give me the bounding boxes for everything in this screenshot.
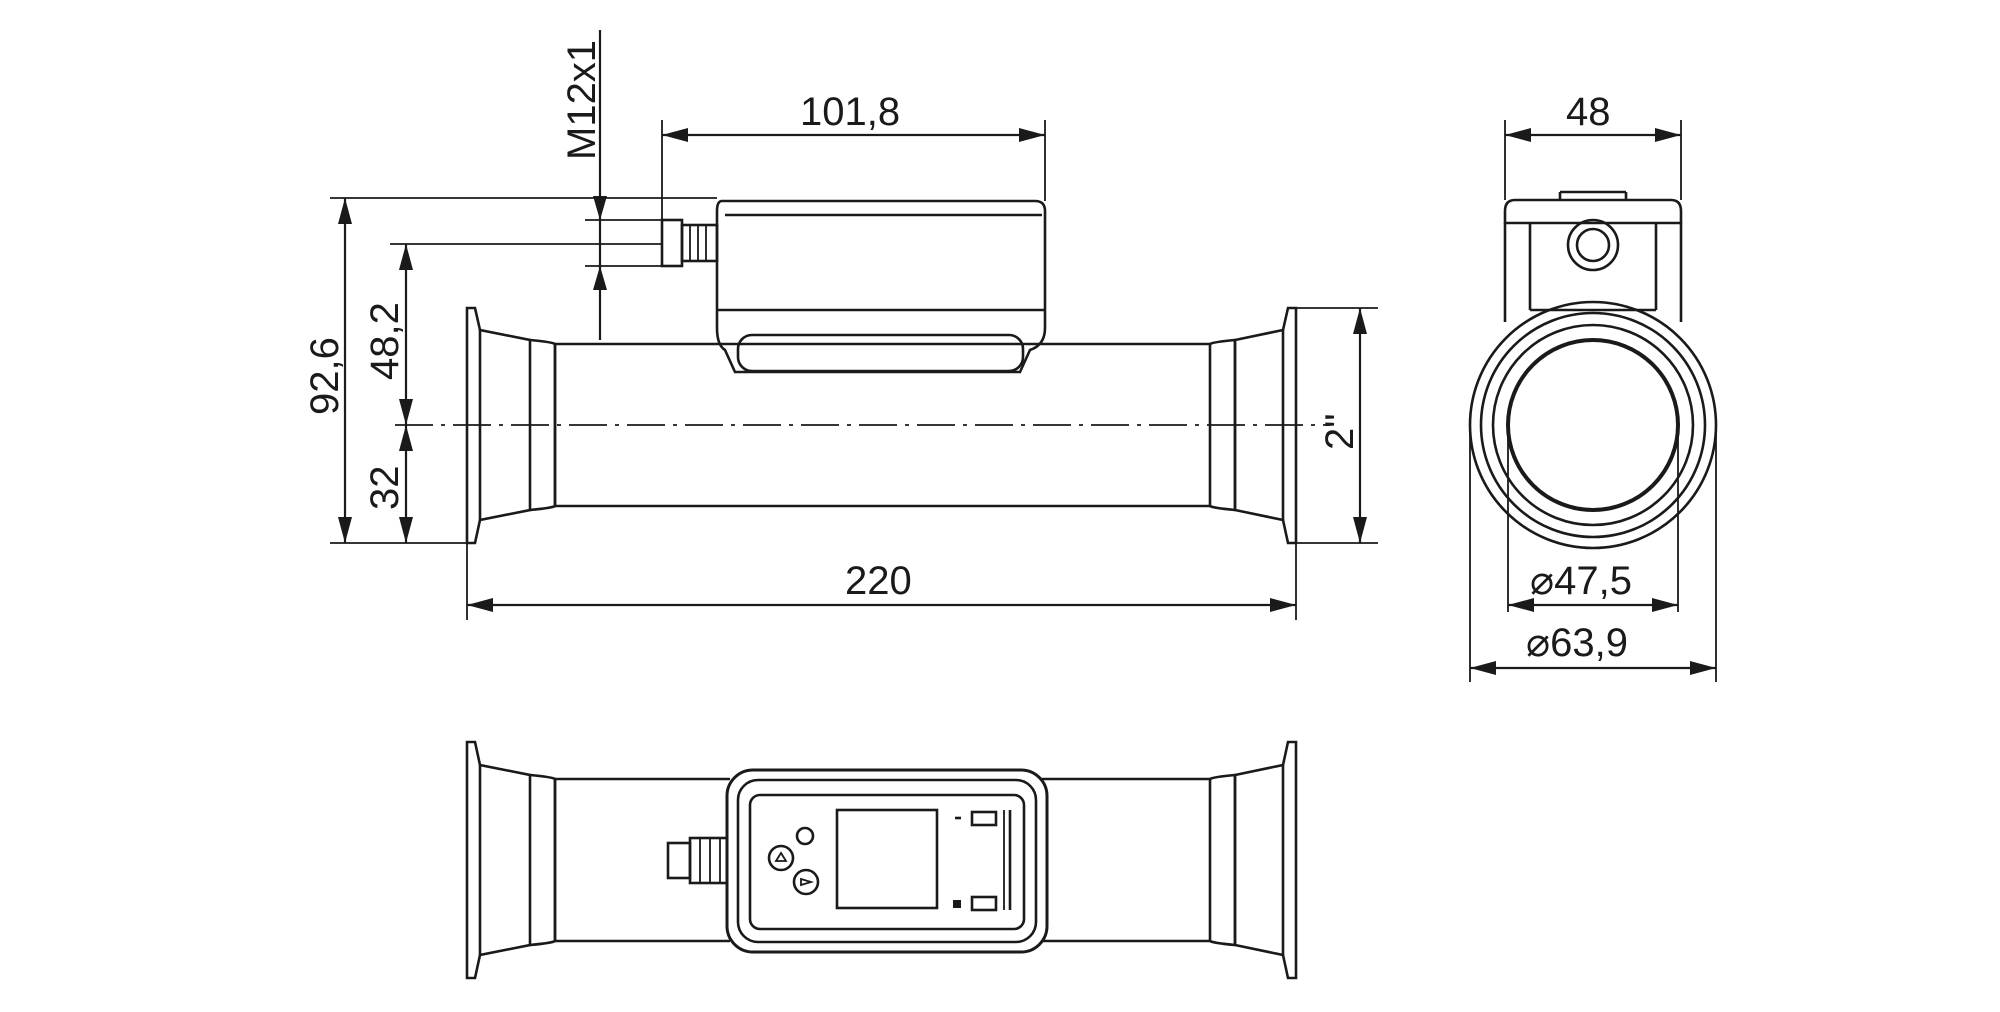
connector-end (1566, 218, 1620, 272)
side-view: M12x1 101,8 92,6 48,2 32 2" 220 (303, 30, 1378, 620)
top-view (465, 740, 1298, 980)
overall-length-label: 220 (845, 559, 912, 603)
width-label: 48 (1566, 90, 1611, 134)
thread-label: M12x1 (560, 40, 604, 160)
housing-length-label: 101,8 (800, 90, 900, 134)
button-down (792, 868, 820, 896)
m12-connector (660, 218, 719, 268)
sensor-housing (715, 199, 1047, 374)
inner-diameter-label: ⌀47,5 (1530, 559, 1632, 603)
flange-diameter-label: ⌀63,9 (1526, 621, 1628, 665)
pipe-size-label: 2" (1318, 414, 1362, 450)
overall-height-label: 92,6 (303, 337, 347, 415)
axis-to-bottom-label: 32 (363, 466, 407, 511)
m12-connector-top (666, 836, 732, 885)
display-housing (725, 768, 1049, 954)
button-up (767, 844, 795, 872)
led-indicator (795, 826, 815, 846)
axis-to-top-label: 48,2 (363, 302, 407, 380)
pipe-bore-circle (1506, 338, 1680, 512)
end-view: 48 ⌀47,5 ⌀63,9 (1468, 90, 1718, 682)
lcd-display (835, 808, 939, 910)
right-flange (1233, 306, 1298, 545)
